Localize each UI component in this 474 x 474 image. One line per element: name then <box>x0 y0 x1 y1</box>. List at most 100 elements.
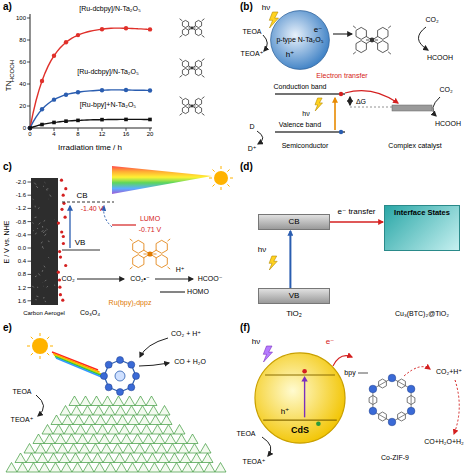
text-label: HCOOH <box>9 60 16 82</box>
panel-letter: (f) <box>240 322 250 333</box>
carbon-nitride-unit <box>182 463 193 473</box>
band-level <box>263 420 337 421</box>
text-label: H⁺ <box>176 266 185 274</box>
aerogel-texture <box>41 242 43 244</box>
text-label: HCOOH <box>435 120 461 128</box>
aerogel-texture <box>54 285 55 287</box>
data-point <box>76 119 80 123</box>
carbon-nitride-unit <box>105 463 116 473</box>
carbon-nitride-unit <box>161 415 172 425</box>
carbon-nitride-unit <box>92 453 103 463</box>
carbon-nitride-unit <box>59 453 70 463</box>
level-line <box>160 291 185 292</box>
arrow <box>69 206 70 248</box>
carbon-nitride-unit <box>180 453 191 463</box>
node-text: VB <box>289 292 300 301</box>
bond <box>150 254 156 258</box>
carbon-nitride-unit <box>24 444 35 454</box>
molecule-ring <box>182 20 188 27</box>
sun-ray <box>213 170 215 172</box>
arrow <box>345 91 398 103</box>
molecule-ring <box>356 27 366 39</box>
light-ray <box>56 358 104 378</box>
data-curve <box>30 90 150 128</box>
bond <box>353 26 356 28</box>
carbon-nitride-unit <box>68 444 79 454</box>
carbon-nitride-unit <box>169 453 180 463</box>
text-label: hν <box>262 4 270 13</box>
aerogel-texture <box>44 266 45 268</box>
carbon-nitride-unit <box>126 406 137 416</box>
aerogel-texture <box>47 229 48 231</box>
arrow <box>140 338 168 357</box>
molecule-ring <box>369 396 377 405</box>
text-label: 16 <box>123 131 130 138</box>
carbon-nitride-unit <box>70 453 81 463</box>
aerogel-texture <box>48 199 49 200</box>
aerogel-texture <box>32 222 33 224</box>
text-label: bpy <box>344 369 355 377</box>
carbon-nitride-unit <box>104 406 115 416</box>
carbon-nitride-unit <box>152 425 163 435</box>
text-label: 0.0 <box>18 245 26 252</box>
axis-tick <box>28 274 32 275</box>
carbon-nitride-unit <box>81 453 92 463</box>
sun-ray <box>221 187 222 190</box>
molecule-ring <box>195 28 201 35</box>
carbon-nitride-unit <box>125 453 136 463</box>
aerogel-texture <box>42 231 44 232</box>
aerogel-texture <box>32 198 34 200</box>
bond <box>202 113 205 115</box>
molecule-ring <box>379 412 387 421</box>
carbon-nitride-unit <box>150 415 161 425</box>
bond <box>188 28 195 29</box>
text-label: Electron transfer <box>316 72 367 80</box>
text-label: 80 <box>19 37 26 44</box>
bond <box>372 40 378 44</box>
aerogel-texture <box>37 228 39 230</box>
carbon-nitride-unit <box>60 406 71 416</box>
aerogel-texture <box>42 282 43 283</box>
text-label: -1.40 V <box>81 205 104 213</box>
text-label: Co₃O₄ <box>80 309 100 317</box>
text-label: -1.2 <box>16 205 26 212</box>
text-label: CO₂ <box>439 86 452 94</box>
aerogel-texture <box>48 240 50 242</box>
text-label: CO+H₂O+H₂ <box>424 438 464 446</box>
text-label: [Ru-dcbpy]/N-Ta₂O₅ <box>79 5 141 13</box>
bond <box>353 52 356 54</box>
aerogel-texture <box>39 274 40 276</box>
molecule-ring <box>398 412 406 421</box>
carbon-nitride-unit <box>79 444 90 454</box>
carbon-nitride-unit <box>156 444 167 454</box>
text-label: TEOA <box>236 430 255 438</box>
co3o4-particle <box>62 194 65 197</box>
carbon-nitride-unit <box>121 434 132 444</box>
cobalt-node <box>407 407 415 415</box>
aerogel-texture <box>44 220 45 221</box>
data-point <box>64 119 68 123</box>
carbon-nitride-unit <box>143 434 154 444</box>
connector <box>289 231 291 288</box>
carbon-nitride-unit <box>75 425 86 435</box>
text-label: CO + H₂O <box>174 358 206 366</box>
aerogel-texture <box>35 206 36 208</box>
node-text: CdS <box>291 426 309 436</box>
sun <box>32 338 48 354</box>
bond <box>150 250 156 254</box>
co3o4-particle <box>60 179 63 182</box>
mof-node <box>105 384 112 391</box>
sun-ray <box>221 166 222 169</box>
text-label: -0.71 V <box>139 226 162 234</box>
molecule-ring <box>182 28 188 35</box>
molecule-ring <box>133 240 144 253</box>
co3o4-particle <box>62 235 65 238</box>
axis-tick <box>102 128 103 131</box>
edge-label: e⁻ transfer <box>335 208 377 217</box>
molecule-ring <box>195 98 201 105</box>
data-point <box>100 118 104 122</box>
molecule-ring <box>195 20 201 27</box>
mof-node <box>105 361 112 368</box>
carbon-nitride-unit <box>83 463 94 473</box>
